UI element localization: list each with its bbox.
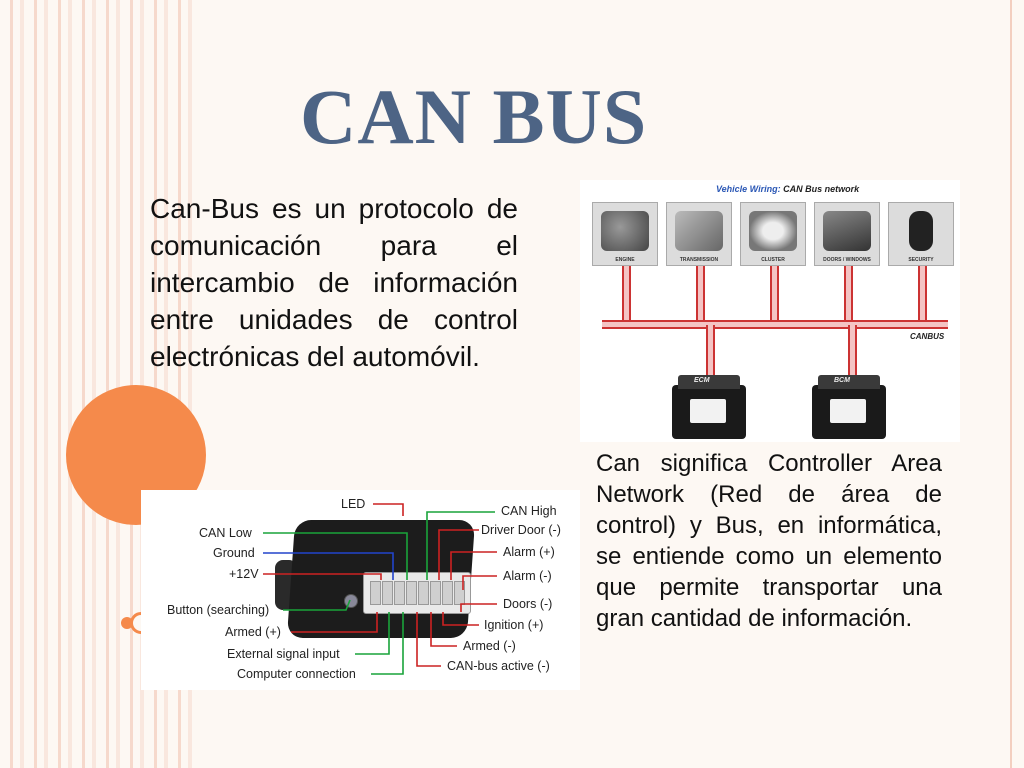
connector-pinout-image: CAN Low Ground +12V Button (searching) A…: [141, 490, 580, 690]
connector-label-left: +12V: [229, 567, 259, 581]
connector-label-right: Driver Door (-): [481, 523, 561, 537]
transmission-icon: [675, 211, 723, 251]
doors-module: DOORS / WINDOWS: [814, 202, 880, 266]
connector-label-right: Ignition (+): [484, 618, 544, 632]
connector-label-right: CAN High: [501, 504, 557, 518]
connector-plug: [363, 572, 471, 614]
security-module: SECURITY: [888, 202, 954, 266]
can-network-image: Vehicle Wiring: CAN Bus network ENGINE T…: [580, 180, 960, 442]
transmission-module: TRANSMISSION: [666, 202, 732, 266]
module-label: CLUSTER: [761, 257, 785, 263]
connector-label-right: Alarm (-): [503, 569, 552, 583]
module-label: SECURITY: [908, 257, 934, 263]
paragraph-left: Can-Bus es un protocolo de comunicación …: [150, 193, 518, 372]
bus-drop-line: [770, 266, 779, 322]
wiring-lines: [263, 503, 497, 675]
ecu-drop-line: [706, 325, 715, 377]
bcm-unit: BCM: [812, 375, 886, 439]
gauge-cluster-icon: [749, 211, 797, 251]
connector-label-right: Alarm (+): [503, 545, 555, 559]
module-label: ENGINE: [615, 257, 635, 263]
orange-dot-decoration: [121, 617, 133, 629]
door-icon: [823, 211, 871, 251]
connector-label-right: Doors (-): [503, 597, 553, 611]
engine-icon: [601, 211, 649, 251]
right-edge-line: [1010, 0, 1012, 768]
connector-label-left: Computer connection: [237, 667, 356, 681]
connector-label-right: CAN-bus active (-): [447, 659, 550, 673]
key-fob-icon: [909, 211, 933, 251]
can-bus-line: [602, 320, 948, 329]
network-title-rest: CAN Bus network: [783, 184, 860, 194]
network-title-prefix: Vehicle Wiring:: [716, 184, 781, 194]
module-label: DOORS / WINDOWS: [823, 257, 871, 263]
connector-label-left: Armed (+): [225, 625, 281, 639]
connector-label-right: Armed (-): [463, 639, 516, 653]
ecu-label: BCM: [834, 377, 850, 384]
bus-drop-line: [844, 266, 853, 322]
engine-module: ENGINE: [592, 202, 658, 266]
canbus-label: CANBUS: [910, 332, 945, 341]
connector-label-left: External signal input: [227, 647, 340, 661]
bus-drop-line: [622, 266, 631, 322]
ecu-drop-line: [848, 325, 857, 377]
connector-label-led: LED: [341, 497, 366, 511]
cluster-module: CLUSTER: [740, 202, 806, 266]
bus-drop-line: [696, 266, 705, 322]
paragraph-right: Can significa Controller Area Network (R…: [596, 450, 942, 632]
bus-drop-line: [918, 266, 927, 322]
ecm-unit: ECM: [672, 375, 746, 439]
network-image-title: Vehicle Wiring: CAN Bus network: [716, 184, 859, 194]
slide-title: CAN BUS: [300, 73, 648, 160]
connector-label-left: CAN Low: [199, 526, 252, 540]
ecu-label: ECM: [694, 377, 710, 384]
connector-label-left: Ground: [213, 546, 255, 560]
connector-label-left: Button (searching): [167, 603, 270, 617]
module-label: TRANSMISSION: [679, 257, 719, 263]
